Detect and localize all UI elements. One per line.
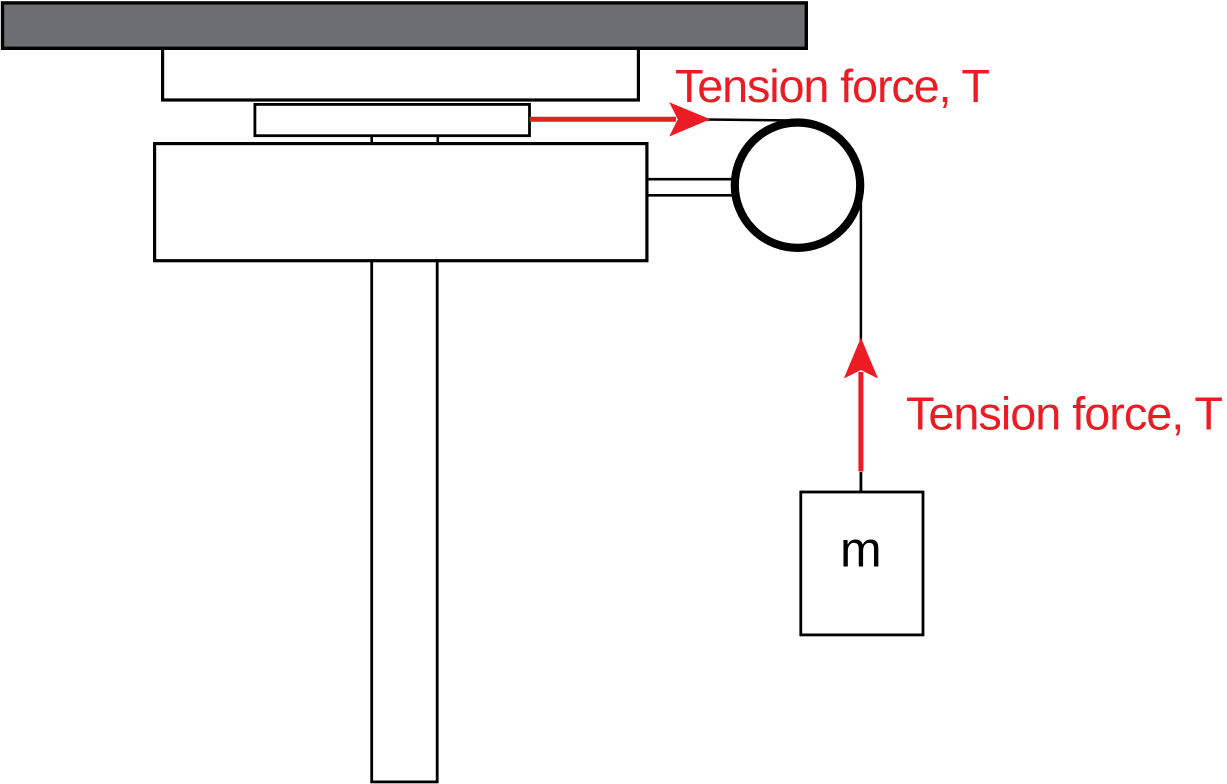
svg-text:m: m [840, 522, 882, 578]
svg-text:Tension force, T: Tension force, T [906, 388, 1223, 440]
svg-text:Tension force, T: Tension force, T [675, 60, 990, 112]
